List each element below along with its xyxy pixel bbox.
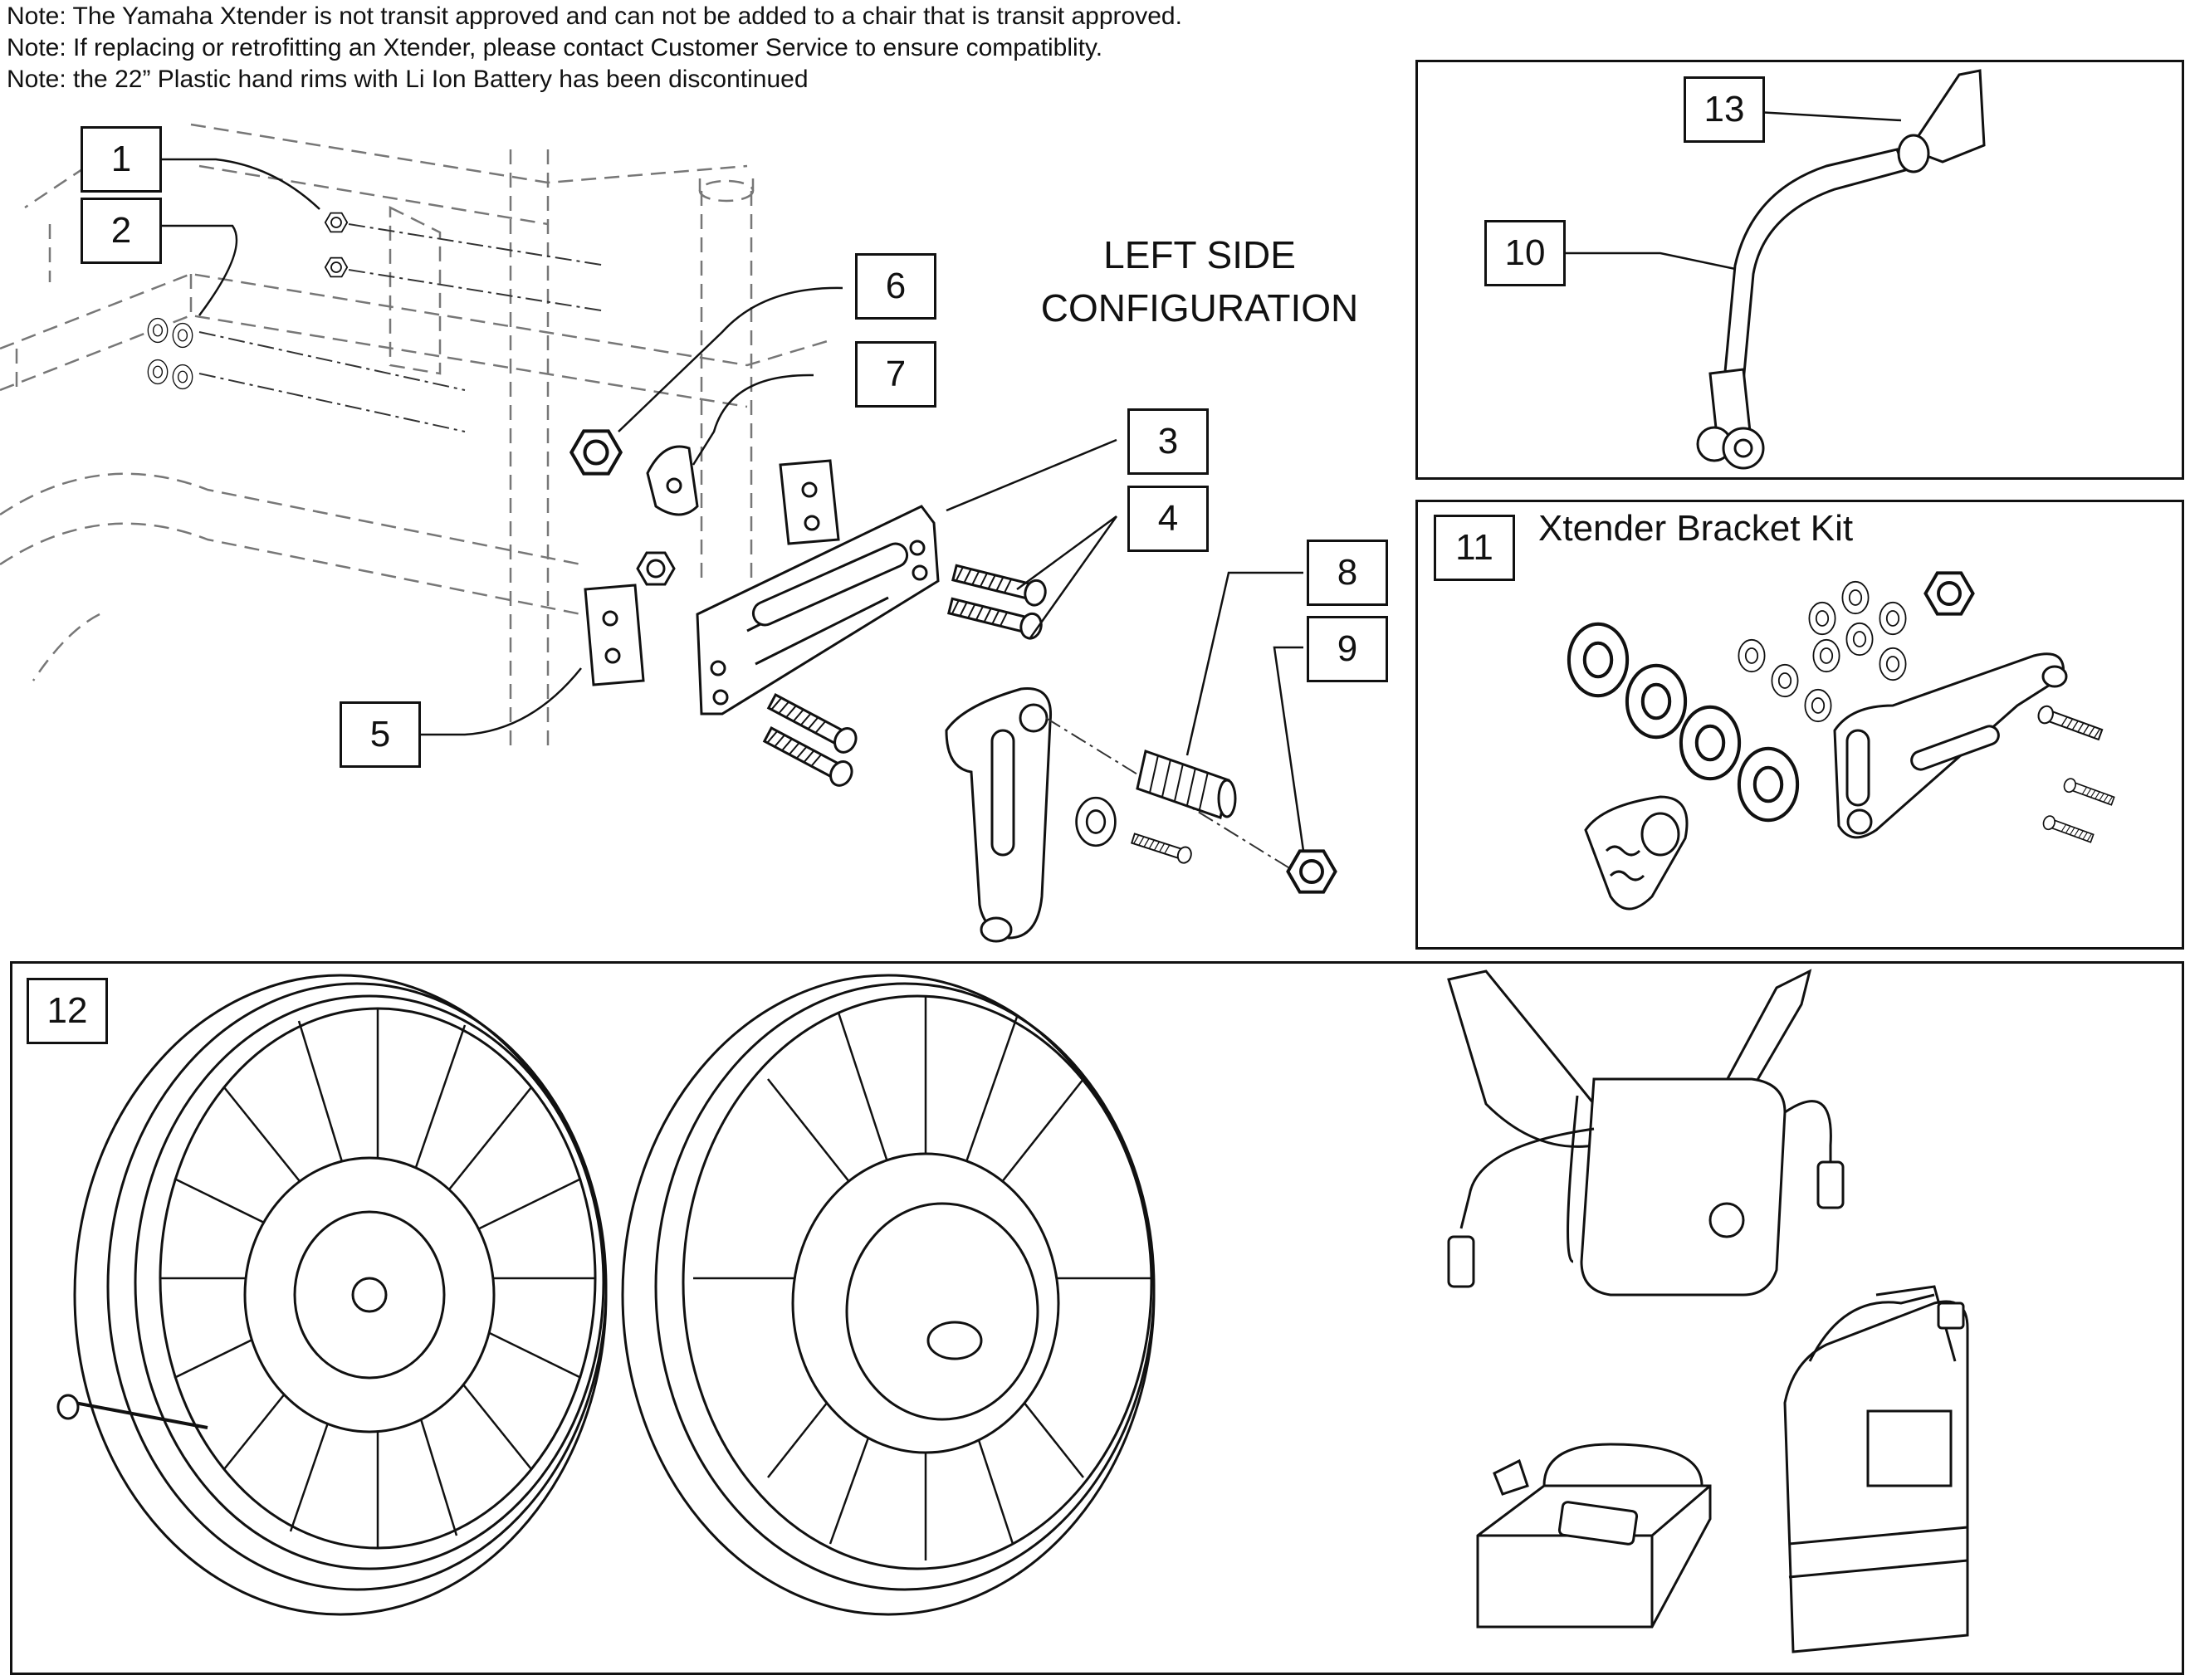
callout-2: 2 [81, 198, 162, 264]
wheel-right [621, 974, 1156, 1616]
callout-6: 6 [855, 253, 936, 320]
kit-clamp [1584, 795, 1689, 911]
bracket-kit-parts [1569, 571, 2116, 911]
wheel-left [56, 974, 608, 1616]
note-transit: Note: The Yamaha Xtender is not transit … [7, 2, 1182, 30]
callout-3: 3 [1127, 408, 1209, 475]
bolt-short [1130, 829, 1195, 866]
callout-4: 4 [1127, 486, 1209, 552]
heading-line-1: LEFT SIDE [1103, 233, 1296, 276]
washer-part-2 [147, 317, 193, 349]
battery [1783, 1285, 1969, 1653]
callout-12: 12 [27, 978, 108, 1044]
chair-frame-outline [0, 123, 831, 747]
callout-8: 8 [1307, 540, 1388, 606]
callout-13: 13 [1684, 76, 1765, 143]
note-hand-rims: Note: the 22” Plastic hand rims with Li … [7, 66, 809, 93]
nut-part-1b [324, 256, 349, 278]
bolt-part-4a [950, 559, 1049, 609]
nut-part-6 [571, 431, 620, 473]
caster-bracket [945, 687, 1053, 943]
nut-part-1 [324, 212, 349, 233]
spacer-block-upper [779, 459, 840, 545]
washer-lower [1075, 796, 1117, 847]
flange-nut [636, 551, 676, 586]
mounting-plate-part-3 [696, 505, 940, 715]
panel-anti-tip [1415, 60, 2184, 480]
callout-9: 9 [1307, 616, 1388, 682]
hex-nut-part-9 [1286, 849, 1337, 894]
bracket-kit-title: Xtender Bracket Kit [1538, 508, 1854, 549]
configuration-heading: LEFT SIDE CONFIGURATION [1021, 228, 1378, 335]
charger [1476, 1443, 1712, 1629]
callout-10: 10 [1484, 220, 1566, 286]
left-assembly [147, 212, 1337, 943]
panel-wheels [10, 961, 2184, 1675]
kit-bracket [1833, 652, 2068, 839]
callout-11: 11 [1434, 515, 1515, 581]
callout-1: 1 [81, 126, 162, 193]
threaded-spacer-part-8 [1136, 750, 1237, 819]
note-retrofit: Note: If replacing or retrofitting an Xt… [7, 34, 1103, 61]
panel-bracket-kit [1415, 500, 2184, 950]
callout-7: 7 [855, 341, 936, 408]
callout-5: 5 [340, 701, 421, 768]
battery-pouch [1447, 969, 1845, 1297]
heading-line-2: CONFIGURATION [1040, 286, 1359, 330]
anti-tip-assembly [1696, 69, 1986, 470]
washer-part-2b [147, 359, 193, 390]
spacer-block-lower [584, 584, 645, 686]
